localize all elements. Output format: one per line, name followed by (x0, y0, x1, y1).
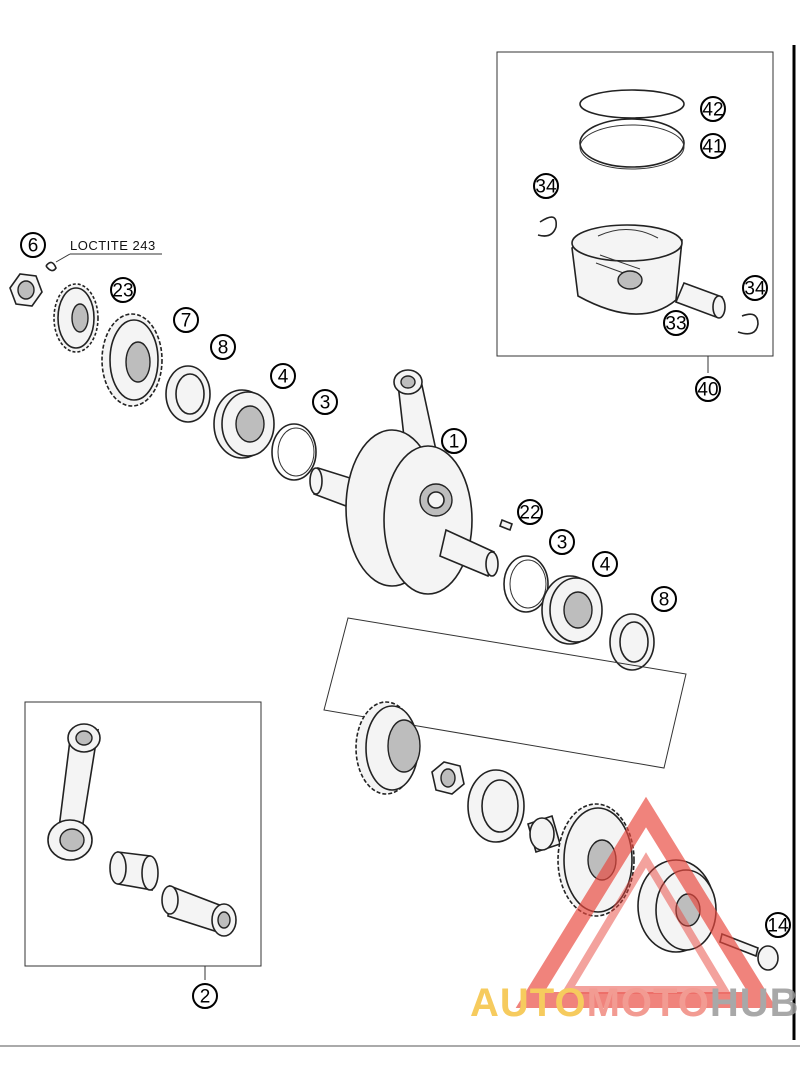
svg-text:4: 4 (278, 367, 289, 388)
callout-3-right: 3 (549, 529, 575, 555)
callout-8: 8 (210, 334, 236, 360)
callout-33: 33 (663, 310, 689, 336)
svg-text:8: 8 (659, 590, 670, 611)
circlip-right-icon (737, 313, 759, 335)
svg-text:23: 23 (112, 281, 133, 302)
shim-right-icon (503, 555, 549, 613)
svg-text:14: 14 (767, 916, 789, 937)
svg-text:8: 8 (218, 338, 229, 359)
svg-text:34: 34 (535, 177, 557, 198)
callout-23: 23 (110, 277, 136, 303)
spacer-ring-7-icon (165, 365, 211, 423)
large-gear-icon (101, 313, 163, 407)
key-icon (45, 261, 57, 272)
callout-4-right: 4 (592, 551, 618, 577)
conrod-kit-group (24, 701, 262, 980)
callout-34-right: 34 (742, 275, 768, 301)
watermark-triangle-icon (515, 796, 777, 1008)
starter-group-outline (323, 617, 687, 769)
svg-text:1: 1 (449, 432, 460, 453)
svg-text:7: 7 (181, 311, 192, 332)
svg-text:42: 42 (702, 100, 723, 121)
piston-ring-second (579, 118, 685, 168)
svg-text:34: 34 (744, 279, 766, 300)
callout-1: 1 (441, 428, 467, 454)
spacer-ring-8-right-icon (609, 613, 655, 671)
callout-8-right: 8 (651, 586, 677, 612)
callout-3: 3 (312, 389, 338, 415)
callout-2: 2 (192, 983, 218, 1009)
circlip-left-icon (537, 216, 557, 237)
bearing-right-icon (541, 575, 603, 645)
callout-40: 40 (695, 376, 721, 402)
watermark-moto: MOTO (587, 981, 710, 1025)
callout-14: 14 (765, 912, 791, 938)
svg-text:2: 2 (200, 987, 211, 1008)
callout-7: 7 (173, 307, 199, 333)
piston-kit-box (496, 51, 774, 357)
callout-41: 41 (700, 133, 726, 159)
automotohub-watermark: AUTOMOTOHUB (470, 796, 800, 1025)
bearing-left-icon (213, 389, 275, 459)
gear-23-icon (53, 283, 99, 353)
left-side-parts (9, 253, 317, 481)
crankshaft-icon (309, 369, 513, 595)
shim-left-icon (271, 423, 317, 481)
svg-text:AUTOMOTOHUB: AUTOMOTOHUB (470, 981, 800, 1025)
loctite-note: LOCTITE 243 (70, 238, 156, 253)
watermark-auto: AUTO (470, 981, 587, 1025)
piston-ring-top (579, 89, 685, 119)
piston-kit-group (496, 51, 774, 373)
svg-text:3: 3 (557, 533, 568, 554)
svg-text:33: 33 (665, 314, 686, 335)
svg-text:40: 40 (697, 380, 718, 401)
callout-34-left: 34 (533, 173, 559, 199)
svg-text:6: 6 (28, 236, 39, 257)
right-side-parts (503, 555, 655, 671)
callout-22: 22 (517, 499, 543, 525)
svg-text:3: 3 (320, 393, 331, 414)
callout-4: 4 (270, 363, 296, 389)
callout-42: 42 (700, 96, 726, 122)
conrod-kit-box (24, 701, 262, 967)
svg-text:41: 41 (702, 137, 723, 158)
svg-text:22: 22 (519, 503, 540, 524)
watermark-hub: HUB (710, 981, 800, 1025)
svg-text:4: 4 (600, 555, 611, 576)
callout-6: 6 (20, 232, 46, 258)
woodruff-key-icon (499, 518, 513, 532)
